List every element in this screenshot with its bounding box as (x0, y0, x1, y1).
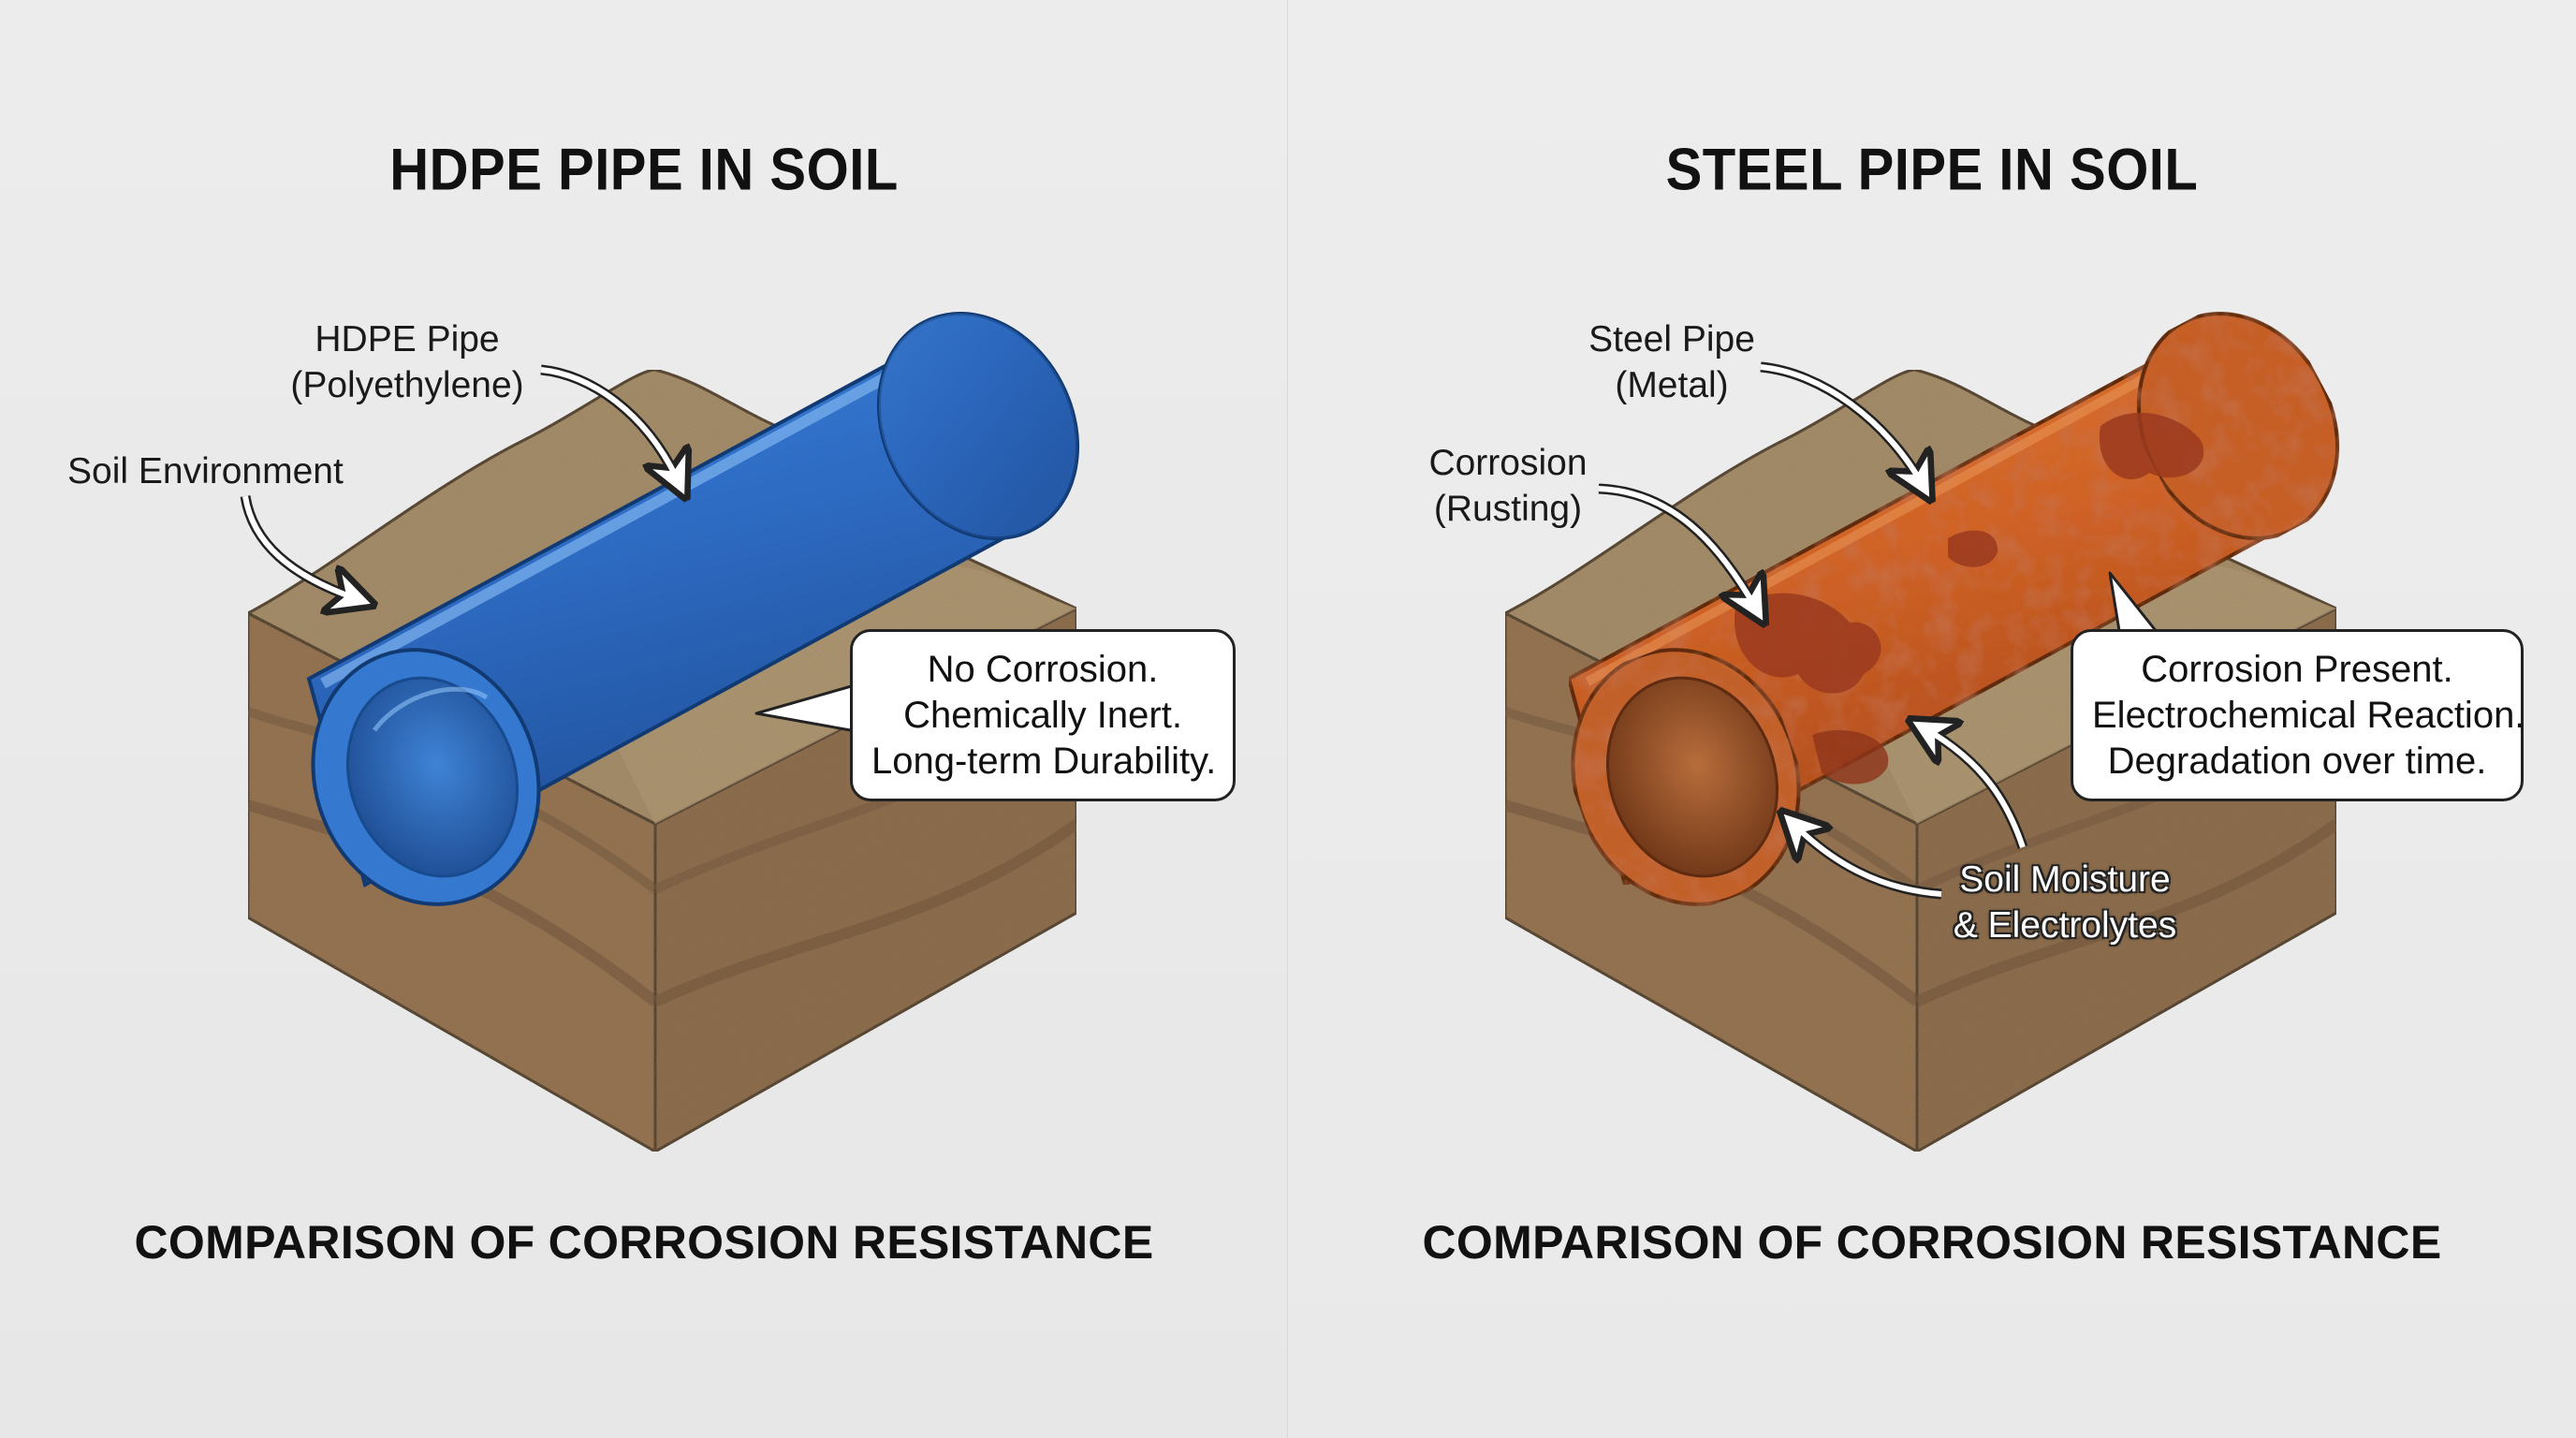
hdpe-panel: HDPE PIPE IN SOIL (0, 0, 1288, 1438)
hdpe-footer-title: COMPARISON OF CORROSION RESISTANCE (134, 1216, 1154, 1269)
rust-patch (1948, 530, 1998, 567)
hdpe-panel-title: HDPE PIPE IN SOIL (389, 137, 899, 203)
rust-patch (2099, 412, 2204, 479)
steel-pipe-label: Steel Pipe (Metal) (1569, 316, 1775, 408)
soil-environment-label: Soil Environment (67, 451, 344, 492)
hdpe-callout-line2: Chemically Inert. (903, 695, 1182, 736)
steel-pipe-label-line1: Steel Pipe (1588, 319, 1755, 360)
steel-panel: STEEL PIPE IN SOIL (1288, 0, 2576, 1438)
hdpe-callout: No Corrosion. Chemically Inert. Long-ter… (850, 629, 1236, 801)
hdpe-callout-line1: No Corrosion. (927, 649, 1159, 690)
steel-pipe-label-line2: (Metal) (1615, 365, 1729, 405)
steel-callout-line2: Electrochemical Reaction. (2092, 695, 2525, 736)
steel-callout-line1: Corrosion Present. (2141, 649, 2453, 690)
hdpe-callout-line3: Long-term Durability. (871, 741, 1217, 782)
soil-moisture-label-line2: & Electrolytes (1953, 905, 2177, 946)
steel-scene (1501, 312, 2340, 1154)
hdpe-pipe-label-line1: HDPE Pipe (315, 319, 500, 360)
steel-panel-title: STEEL PIPE IN SOIL (1665, 137, 2199, 203)
soil-moisture-label: Soil Moisture & Electrolytes (1948, 857, 2182, 948)
hdpe-pipe-label: HDPE Pipe (Polyethylene) (281, 316, 534, 408)
steel-pipe (1566, 312, 2340, 906)
hdpe-pipe (306, 312, 1080, 906)
steel-callout: Corrosion Present. Electrochemical React… (2071, 629, 2525, 801)
corrosion-label-line2: (Rusting) (1433, 489, 1583, 529)
corrosion-label: Corrosion (Rusting) (1419, 440, 1597, 532)
hdpe-pipe-label-line2: (Polyethylene) (290, 365, 524, 405)
rust-patch (1812, 729, 1889, 785)
steel-footer-title: COMPARISON OF CORROSION RESISTANCE (1422, 1216, 2442, 1269)
rust-patch (1734, 593, 1881, 694)
steel-callout-line3: Degradation over time. (2107, 741, 2487, 782)
soil-moisture-label-line1: Soil Moisture (1959, 859, 2171, 900)
corrosion-label-line1: Corrosion (1428, 443, 1588, 483)
